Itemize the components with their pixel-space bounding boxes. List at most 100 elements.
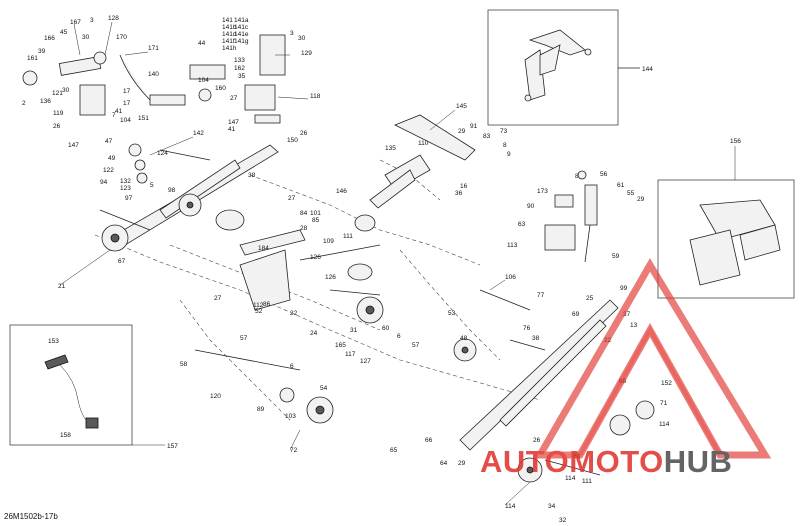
callout-147b: 147 xyxy=(228,119,239,126)
callout-123: 123 xyxy=(120,185,131,192)
callout-45: 45 xyxy=(60,29,68,36)
callout-124: 124 xyxy=(157,150,168,157)
watermark-text-hub: HUB xyxy=(664,444,733,479)
inset-frame-157: 153 158 157 xyxy=(9,324,178,450)
callout-20: 52 xyxy=(255,308,263,315)
callout-166: 166 xyxy=(44,35,55,42)
right-shock xyxy=(544,170,598,263)
callout-111: 109 xyxy=(323,238,334,245)
callout-142: 142 xyxy=(193,130,204,137)
callout-37: 37 xyxy=(623,311,631,318)
callout-72: 89 xyxy=(257,406,265,413)
callout-90: 90 xyxy=(527,203,535,210)
callout-117: 31 xyxy=(350,327,358,334)
callout-145: 145 xyxy=(456,103,467,110)
callout-147: 147 xyxy=(68,142,79,149)
callout-6: 127 xyxy=(360,358,371,365)
watermark-text-auto: AUTO xyxy=(480,444,569,479)
callout-118: 118 xyxy=(310,93,321,100)
callout-140: 140 xyxy=(148,71,159,78)
callout-28: 28 xyxy=(300,225,308,232)
callout-77: 77 xyxy=(537,292,545,299)
callout-101: 101 xyxy=(310,210,321,217)
callout-97: 97 xyxy=(125,195,133,202)
callout-120: 57 xyxy=(240,335,248,342)
callout-8: 8 xyxy=(503,142,507,149)
callout-184: 184 xyxy=(258,245,269,252)
right-rail-assembly xyxy=(459,299,655,483)
callout-39: 39 xyxy=(38,48,46,55)
leader-lines xyxy=(59,21,640,506)
callout-63: 63 xyxy=(518,221,526,228)
callout-5: 5 xyxy=(150,182,154,189)
callout-30: 30 xyxy=(82,34,90,41)
callout-158: 158 xyxy=(60,432,71,439)
callout-55: 55 xyxy=(627,190,635,197)
svg-text:AUTOMOTOHUB: AUTOMOTOHUB xyxy=(480,444,732,479)
callout-41b: 41 xyxy=(228,126,236,133)
callout-112: 126 xyxy=(310,254,321,261)
callout-9: 9 xyxy=(507,151,511,158)
callout-2: 2 xyxy=(22,100,26,107)
callout-121: 121 xyxy=(52,90,63,97)
center-arms xyxy=(194,114,546,424)
callout-30c: 30 xyxy=(298,35,306,42)
callout-168: 86 xyxy=(263,301,271,308)
callout-135: 135 xyxy=(385,145,396,152)
callout-73: 73 xyxy=(500,128,508,135)
callout-132: 132 xyxy=(120,178,131,185)
callout-17b: 17 xyxy=(123,88,131,95)
callout-36: 36 xyxy=(455,190,463,197)
callout-62: 54 xyxy=(320,385,328,392)
callout-156: 156 xyxy=(730,138,741,145)
callout-136: 136 xyxy=(40,98,51,105)
callout-26: 26 xyxy=(53,123,61,130)
callout-173: 173 xyxy=(537,188,548,195)
watermark-triangle-icon xyxy=(533,258,772,459)
callout-64b: 29 xyxy=(458,460,466,467)
callout-106: 106 xyxy=(505,274,516,281)
callout-49: 49 xyxy=(108,155,116,162)
callout-32: 34 xyxy=(548,503,556,510)
callout-165: 24 xyxy=(310,330,318,337)
callout-172: 72 xyxy=(290,447,298,454)
callout-141d: 141d xyxy=(222,31,237,38)
callout-127: 165 xyxy=(335,342,346,349)
callout-141e: 141e xyxy=(234,31,249,38)
callout-17: 17 xyxy=(123,100,131,107)
callout-26b: 26 xyxy=(300,130,308,137)
callout-27: 27 xyxy=(230,95,238,102)
callout-151: 151 xyxy=(138,115,149,122)
callout-69: 69 xyxy=(572,311,580,318)
callout-3b: 3 xyxy=(290,30,294,37)
callout-171: 171 xyxy=(148,45,159,52)
callout-146: 146 xyxy=(336,188,347,195)
callout-128: 128 xyxy=(108,15,119,22)
callout-83: 83 xyxy=(483,133,491,140)
callout-34: 111 xyxy=(582,478,592,485)
top-left-shock-cluster xyxy=(22,51,186,184)
callout-58: 6 xyxy=(290,363,294,370)
callout-111b: 114 xyxy=(505,503,516,510)
callout-131: 111 xyxy=(343,233,353,240)
callout-44: 44 xyxy=(198,40,206,47)
callout-114: 114 xyxy=(659,421,670,428)
callout-13: 13 xyxy=(630,322,638,329)
callout-60: 117 xyxy=(345,351,356,358)
callout-81: 64 xyxy=(440,460,448,467)
callout-141h: 141h xyxy=(222,45,237,52)
watermark-text-moto: MOTO xyxy=(569,444,663,479)
callout-141b: 141b xyxy=(222,24,237,31)
callout-113: 113 xyxy=(507,242,518,249)
callout-56: 56 xyxy=(600,171,608,178)
callout-26c: 66 xyxy=(425,437,433,444)
callout-98: 98 xyxy=(168,187,176,194)
callout-71: 71 xyxy=(660,400,668,407)
callout-53: 22 xyxy=(290,310,298,317)
callout-65: 120 xyxy=(210,393,221,400)
callout-84: 84 xyxy=(300,210,308,217)
inset-frame-144: 144 xyxy=(487,9,653,126)
top-mid-cluster xyxy=(189,34,286,124)
callout-122: 122 xyxy=(103,167,114,174)
